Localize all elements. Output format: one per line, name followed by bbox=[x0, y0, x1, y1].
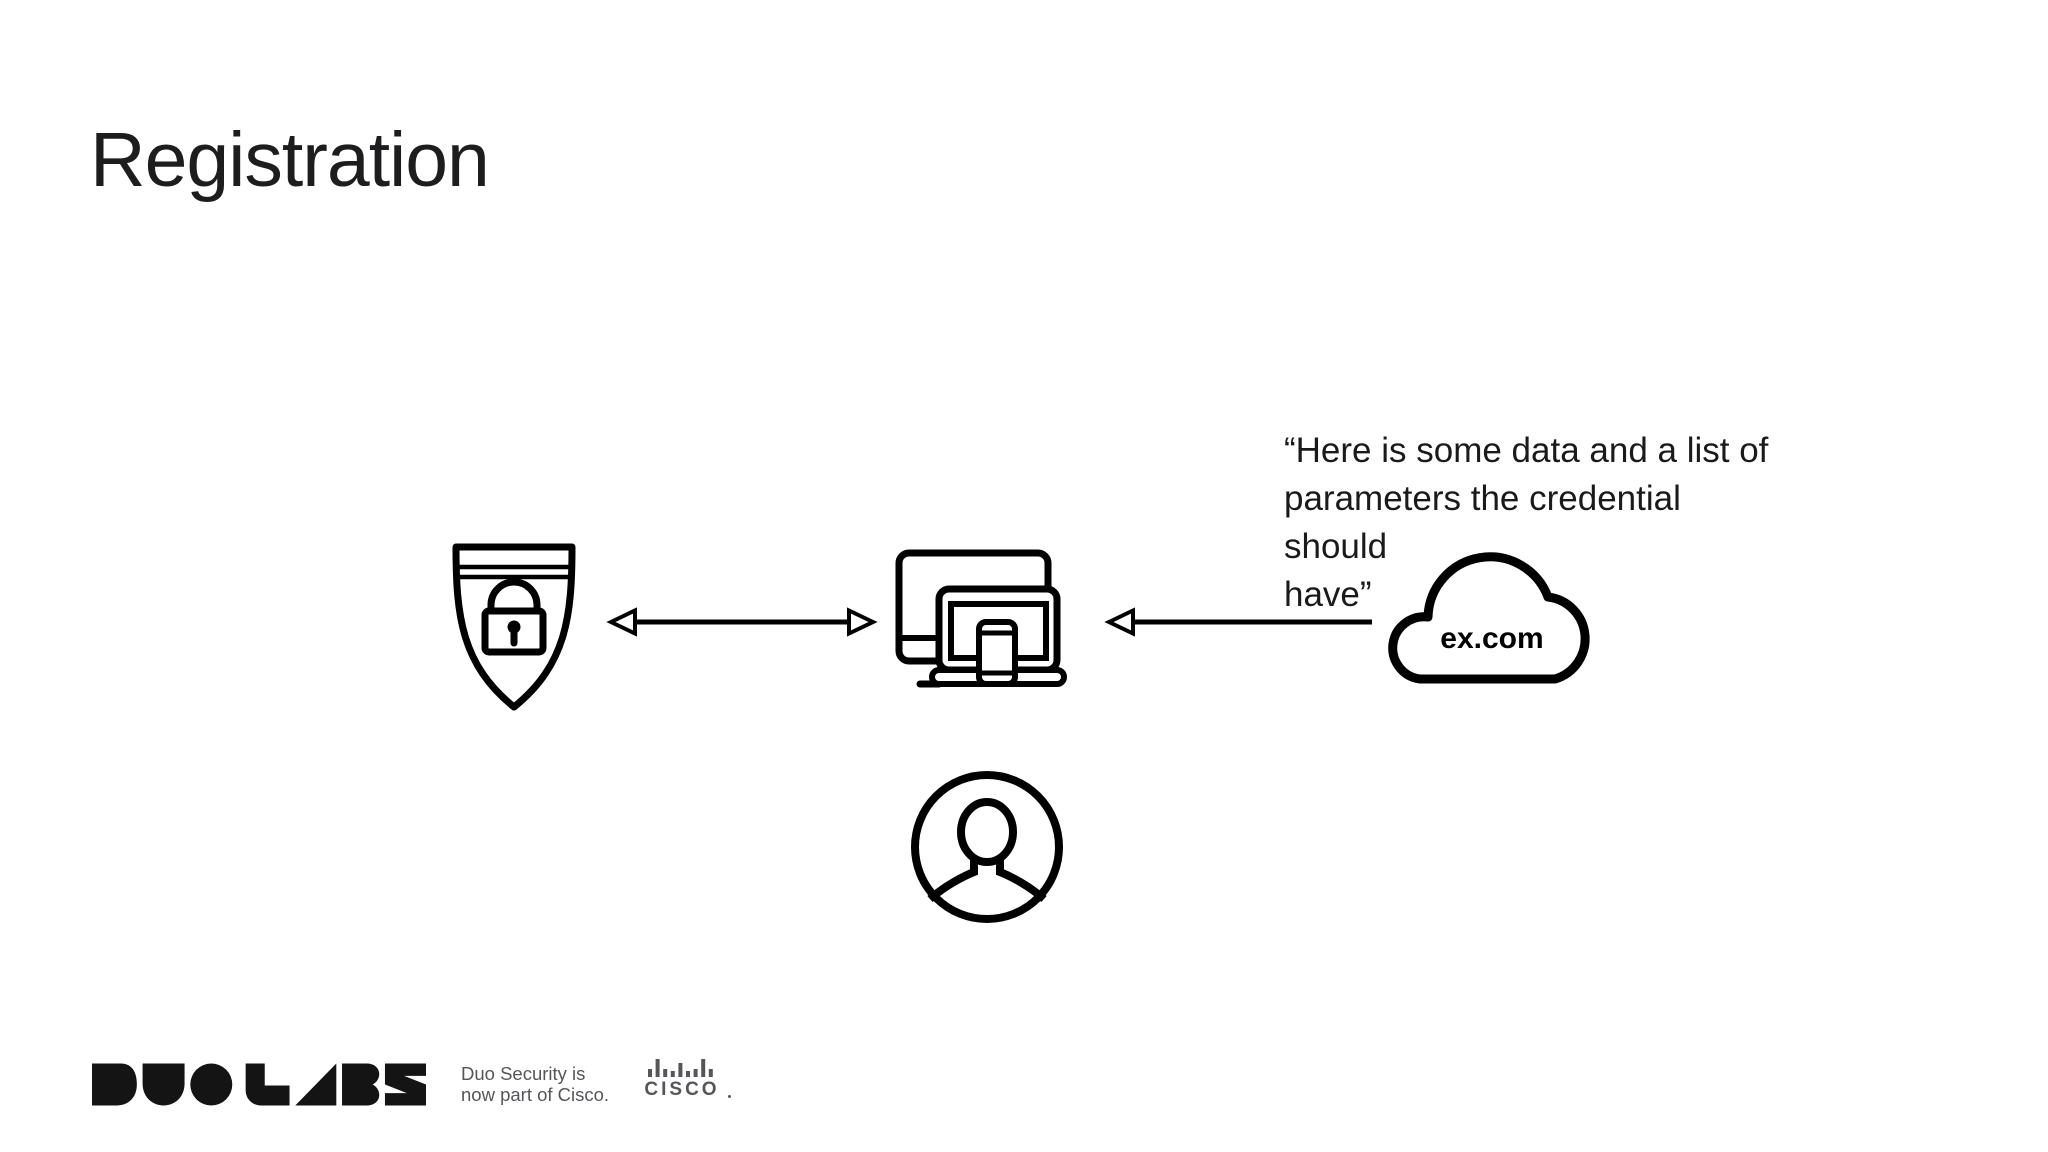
left-arrow-icon bbox=[1104, 607, 1372, 637]
user-icon bbox=[911, 771, 1063, 923]
devices-icon bbox=[895, 549, 1067, 688]
server-quote-line-1: “Here is some data and a list of bbox=[1284, 431, 1769, 470]
footer-tagline: Duo Security is now part of Cisco. bbox=[461, 1063, 609, 1105]
footer-tagline-line-1: Duo Security is bbox=[461, 1063, 586, 1084]
double-arrow-icon bbox=[606, 607, 878, 637]
server-quote-line-3: have” bbox=[1284, 575, 1372, 614]
server-quote: “Here is some data and a list of paramet… bbox=[1284, 427, 1784, 619]
cisco-bridge-icon bbox=[648, 1059, 713, 1077]
shield-lock-icon bbox=[452, 543, 576, 711]
page-title: Registration bbox=[90, 117, 490, 203]
duo-labs-logo bbox=[92, 1063, 426, 1106]
cisco-wordmark: CISCO bbox=[637, 1079, 731, 1101]
cisco-trademark-dot bbox=[728, 1095, 731, 1098]
cisco-wordmark-text: CISCO bbox=[644, 1079, 720, 1100]
footer-tagline-line-2: now part of Cisco. bbox=[461, 1084, 610, 1105]
cisco-logo: CISCO bbox=[637, 1057, 731, 1101]
cloud-label: ex.com bbox=[1440, 622, 1543, 655]
server-quote-line-2: parameters the credential should bbox=[1284, 479, 1681, 566]
cloud-icon: ex.com bbox=[1388, 552, 1590, 684]
